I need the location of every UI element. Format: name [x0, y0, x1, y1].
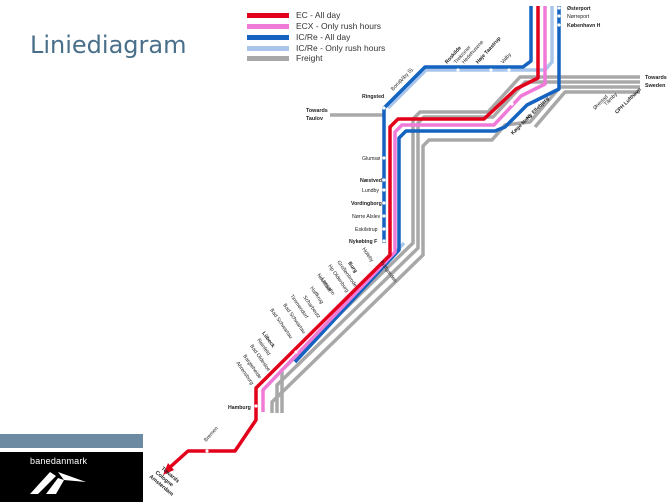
label-valby: Valby: [500, 52, 513, 66]
stop-nykobing: [382, 239, 386, 243]
ecx-line: [261, 6, 547, 412]
legend-swatch-ec: [247, 13, 289, 18]
stop-lundby: [382, 188, 386, 192]
stop-eskilstrup: [382, 227, 386, 231]
stop-hoje-taastrup: [489, 68, 493, 72]
stop-kobenhavn: [557, 23, 561, 27]
legend-swatch-freight: [247, 56, 289, 61]
legend-label-icre: IC/Re - All day: [296, 32, 351, 42]
icre-line-nyellebjerg: [293, 6, 561, 364]
ec-line: [166, 6, 540, 471]
label-hamburg: Hamburg: [228, 405, 251, 411]
footer-band: [0, 434, 143, 448]
legend-label-freight: Freight: [296, 53, 323, 63]
station-ticks: [205, 6, 561, 453]
label-nykobing: Nykøbing F: [349, 239, 377, 245]
stop-ringsted: [382, 106, 386, 110]
icre-rush-line-borup: [386, 68, 470, 110]
stop-glumso: [382, 156, 386, 160]
freight-line-sweden-1: [280, 75, 640, 413]
label-glumso: Glumsø: [362, 156, 381, 162]
legend: EC - All day ECX - Only rush hours IC/Re…: [247, 10, 385, 63]
legend-label-ecx: ECX - Only rush hours: [296, 21, 381, 31]
legend-label-ec: EC - All day: [296, 10, 341, 20]
ec-arrow-head: [163, 463, 174, 475]
label-naestved: Næstved: [360, 178, 382, 184]
ecx-lines: [261, 6, 547, 412]
page-title: Liniediagram: [30, 31, 187, 59]
stop-valby: [507, 68, 511, 72]
legend-swatch-ecx: [247, 24, 289, 29]
brand-logo-icon: [30, 472, 86, 494]
brand-name: banedanmark: [30, 456, 88, 466]
legend-label-icre-rush: IC/Re - Only rush hours: [296, 43, 385, 53]
label-bremen: Bremen: [203, 426, 220, 444]
towards-taulov-1: Towards: [306, 108, 328, 114]
label-norre-alslev: Nørre Alslev: [352, 214, 381, 220]
label-lundby: Lundby: [362, 188, 379, 194]
towards-labels: Towards Sweden Towards Taulov Towards Co…: [148, 75, 667, 498]
label-norreport: Nørreport: [567, 14, 590, 20]
towards-sweden-2: Sweden: [645, 83, 665, 89]
label-eskilstrup: Eskilstrup: [355, 227, 378, 233]
freight-line-sweden-3: [270, 85, 640, 413]
freight-line-sweden-4: [533, 90, 640, 129]
stop-norreport: [557, 14, 561, 18]
stop-naestved: [382, 178, 386, 182]
legend-swatch-icre: [247, 35, 289, 40]
stop-lubeck: [294, 350, 298, 354]
stop-osterport: [557, 6, 561, 10]
ec-lines: [166, 6, 540, 471]
label-holeby: Holeby: [360, 247, 374, 264]
stop-roskilde: [456, 68, 460, 72]
stop-bremen: [205, 449, 209, 453]
label-kobenhavn: København H: [567, 23, 601, 29]
label-vordingborg: Vordingborg: [351, 201, 382, 207]
stop-hamburg: [254, 404, 258, 408]
towards-taulov-2: Taulov: [306, 116, 323, 122]
label-osterport: Østerport: [567, 6, 591, 12]
label-burg: Burg: [346, 261, 358, 274]
legend-swatch-icre-rush: [247, 46, 289, 51]
freight-lines: [270, 75, 640, 413]
stop-norre-alslev: [382, 214, 386, 218]
stop-vordingborg: [382, 201, 386, 205]
towards-sweden-1: Towards: [645, 75, 667, 81]
icre-lines: [293, 6, 561, 364]
stop-koge: [510, 102, 514, 106]
icre-line-ringsted: [382, 6, 533, 243]
label-ringsted: Ringsted: [362, 94, 384, 100]
